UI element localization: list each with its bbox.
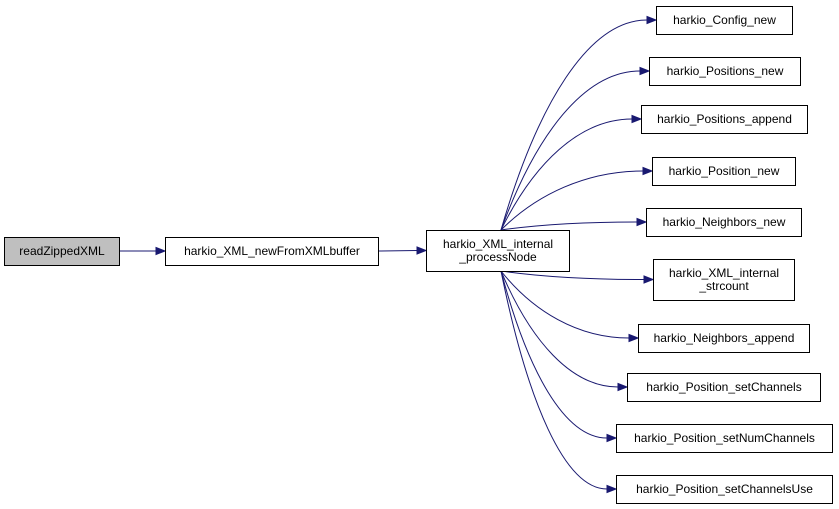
node-label: harkio_XML_internal bbox=[669, 266, 779, 280]
edges-layer bbox=[119, 15, 658, 494]
node-Neighbors_append[interactable]: harkio_Neighbors_append bbox=[638, 324, 810, 353]
edge-processNode-to-Neighbors_new bbox=[500, 221, 638, 231]
node-box[interactable] bbox=[652, 157, 796, 186]
node-label: harkio_Position_setChannels bbox=[646, 380, 801, 394]
node-label: harkio_Positions_append bbox=[657, 112, 792, 126]
edge-arrowhead bbox=[416, 246, 428, 255]
edge-arrowhead bbox=[606, 433, 618, 443]
node-box[interactable] bbox=[646, 208, 802, 237]
node-box[interactable] bbox=[649, 57, 801, 86]
edge-arrowhead bbox=[606, 484, 618, 494]
edge-arrowhead bbox=[628, 333, 640, 343]
node-box[interactable] bbox=[627, 373, 821, 402]
node-label: _processNode bbox=[458, 250, 537, 264]
node-newFromXMLbuffer[interactable]: harkio_XML_newFromXMLbuffer bbox=[165, 237, 379, 266]
edge-arrowhead bbox=[643, 275, 655, 284]
edge-processNode-to-Config_new bbox=[500, 19, 648, 231]
edge-processNode-to-Neighbors_append bbox=[500, 270, 630, 339]
node-box[interactable] bbox=[616, 424, 833, 453]
node-Positions_new[interactable]: harkio_Positions_new bbox=[649, 57, 801, 86]
edge-processNode-to-Positions_new bbox=[500, 70, 641, 231]
edge-arrowhead bbox=[642, 166, 654, 176]
node-box[interactable] bbox=[426, 230, 570, 272]
edge-arrowhead bbox=[646, 15, 658, 25]
node-processNode[interactable]: harkio_XML_internal_processNode bbox=[426, 230, 570, 272]
node-label: harkio_Config_new bbox=[673, 13, 776, 27]
node-box[interactable] bbox=[4, 237, 120, 266]
node-label: harkio_Position_new bbox=[669, 164, 780, 178]
edge-processNode-to-strcount bbox=[500, 270, 645, 280]
edge-processNode-to-Position_new bbox=[500, 170, 644, 231]
node-readZippedXML[interactable]: readZippedXML bbox=[4, 237, 120, 266]
node-Neighbors_new[interactable]: harkio_Neighbors_new bbox=[646, 208, 802, 237]
edge-arrowhead bbox=[617, 382, 629, 392]
node-box[interactable] bbox=[656, 6, 793, 35]
edge-processNode-to-setChannels bbox=[500, 270, 619, 388]
node-label: harkio_Neighbors_new bbox=[663, 215, 786, 229]
node-setNumChannels[interactable]: harkio_Position_setNumChannels bbox=[616, 424, 833, 453]
node-label: harkio_Neighbors_append bbox=[654, 331, 795, 345]
node-box[interactable] bbox=[616, 475, 833, 504]
node-strcount[interactable]: harkio_XML_internal_strcount bbox=[653, 259, 795, 301]
edge-newFromXMLbuffer-to-processNode bbox=[377, 250, 418, 252]
node-setChannels[interactable]: harkio_Position_setChannels bbox=[627, 373, 821, 402]
node-label: harkio_Positions_new bbox=[667, 64, 784, 78]
node-box[interactable] bbox=[165, 237, 379, 266]
edge-processNode-to-Positions_append bbox=[500, 118, 633, 231]
node-label: harkio_XML_internal bbox=[443, 237, 553, 251]
nodes-layer: readZippedXML harkio_XML_newFromXMLbuffer… bbox=[4, 6, 833, 504]
node-box[interactable] bbox=[641, 105, 808, 134]
edge-arrowhead bbox=[155, 246, 167, 256]
edge-processNode-to-setNumChannels bbox=[500, 270, 608, 439]
edge-arrowhead bbox=[631, 114, 643, 124]
node-label: harkio_Position_setNumChannels bbox=[634, 431, 815, 445]
node-label: _strcount bbox=[698, 279, 749, 293]
edge-arrowhead bbox=[636, 217, 648, 227]
edge-arrowhead bbox=[639, 66, 651, 76]
edge-processNode-to-setChannelsUse bbox=[500, 270, 608, 490]
node-setChannelsUse[interactable]: harkio_Position_setChannelsUse bbox=[616, 475, 833, 504]
node-Positions_append[interactable]: harkio_Positions_append bbox=[641, 105, 808, 134]
node-box[interactable] bbox=[653, 259, 795, 301]
node-Position_new[interactable]: harkio_Position_new bbox=[652, 157, 796, 186]
node-label: harkio_XML_newFromXMLbuffer bbox=[184, 244, 360, 258]
node-Config_new[interactable]: harkio_Config_new bbox=[656, 6, 793, 35]
node-box[interactable] bbox=[638, 324, 810, 353]
node-label: harkio_Position_setChannelsUse bbox=[636, 482, 813, 496]
node-label: readZippedXML bbox=[19, 244, 105, 258]
